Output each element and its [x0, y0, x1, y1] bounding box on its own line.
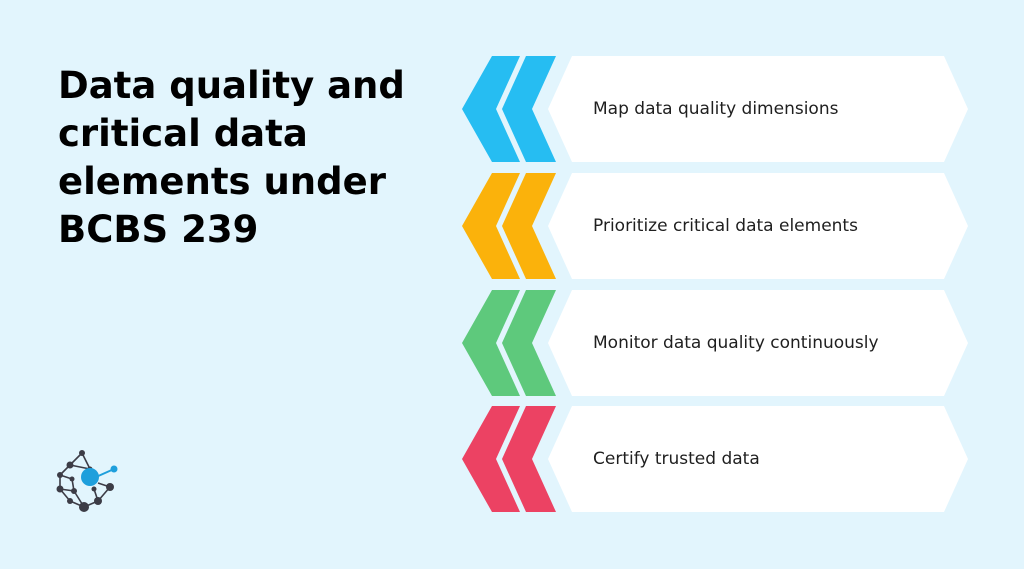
chevron-left-icon — [502, 290, 556, 396]
step-item: Certify trusted data — [462, 406, 968, 512]
step-label: Certify trusted data — [593, 449, 760, 469]
step-label: Prioritize critical data elements — [593, 216, 858, 236]
network-nodes-logo-icon — [56, 450, 118, 512]
step-card — [548, 56, 968, 162]
step-label: Monitor data quality continuously — [593, 333, 879, 353]
chevron-left-icon — [502, 406, 556, 512]
step-card — [548, 290, 968, 396]
step-card — [548, 173, 968, 279]
step-shape — [462, 173, 968, 279]
step-shape — [462, 56, 968, 162]
step-label: Map data quality dimensions — [593, 99, 839, 119]
double-chevron-left-icon — [462, 56, 520, 162]
step-item: Map data quality dimensions — [462, 56, 968, 162]
step-item: Prioritize critical data elements — [462, 173, 968, 279]
step-shape — [462, 406, 968, 512]
step-item: Monitor data quality continuously — [462, 290, 968, 396]
step-card — [548, 406, 968, 512]
step-shape — [462, 290, 968, 396]
double-chevron-left-icon — [462, 406, 520, 512]
chevron-left-icon — [502, 56, 556, 162]
page-title: Data quality and critical data elements … — [58, 64, 405, 251]
double-chevron-left-icon — [462, 290, 520, 396]
double-chevron-left-icon — [462, 173, 520, 279]
chevron-left-icon — [502, 173, 556, 279]
